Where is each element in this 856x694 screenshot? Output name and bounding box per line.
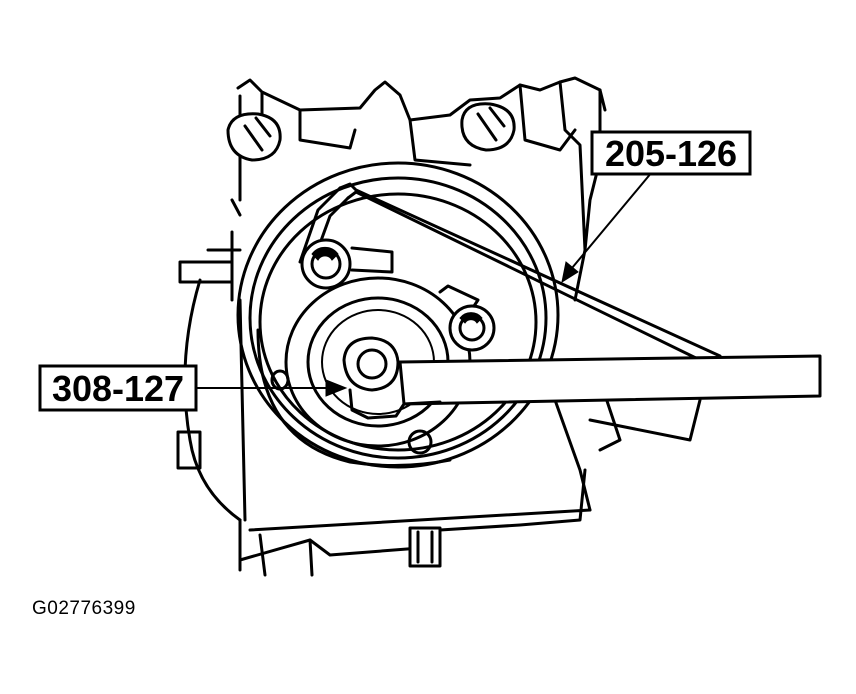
crankshaft-pulley bbox=[236, 161, 560, 469]
callout-205-126: 205-126 bbox=[561, 130, 752, 284]
figure-id: G02776399 bbox=[32, 598, 136, 619]
holding-tool-205-126 bbox=[298, 182, 822, 406]
engine-housing bbox=[176, 76, 702, 577]
callout-label-205-126: 205-126 bbox=[605, 133, 737, 174]
callout-308-127: 308-127 bbox=[38, 364, 348, 412]
socket-tool-308-127 bbox=[342, 336, 406, 420]
callout-label-308-127: 308-127 bbox=[52, 368, 184, 409]
